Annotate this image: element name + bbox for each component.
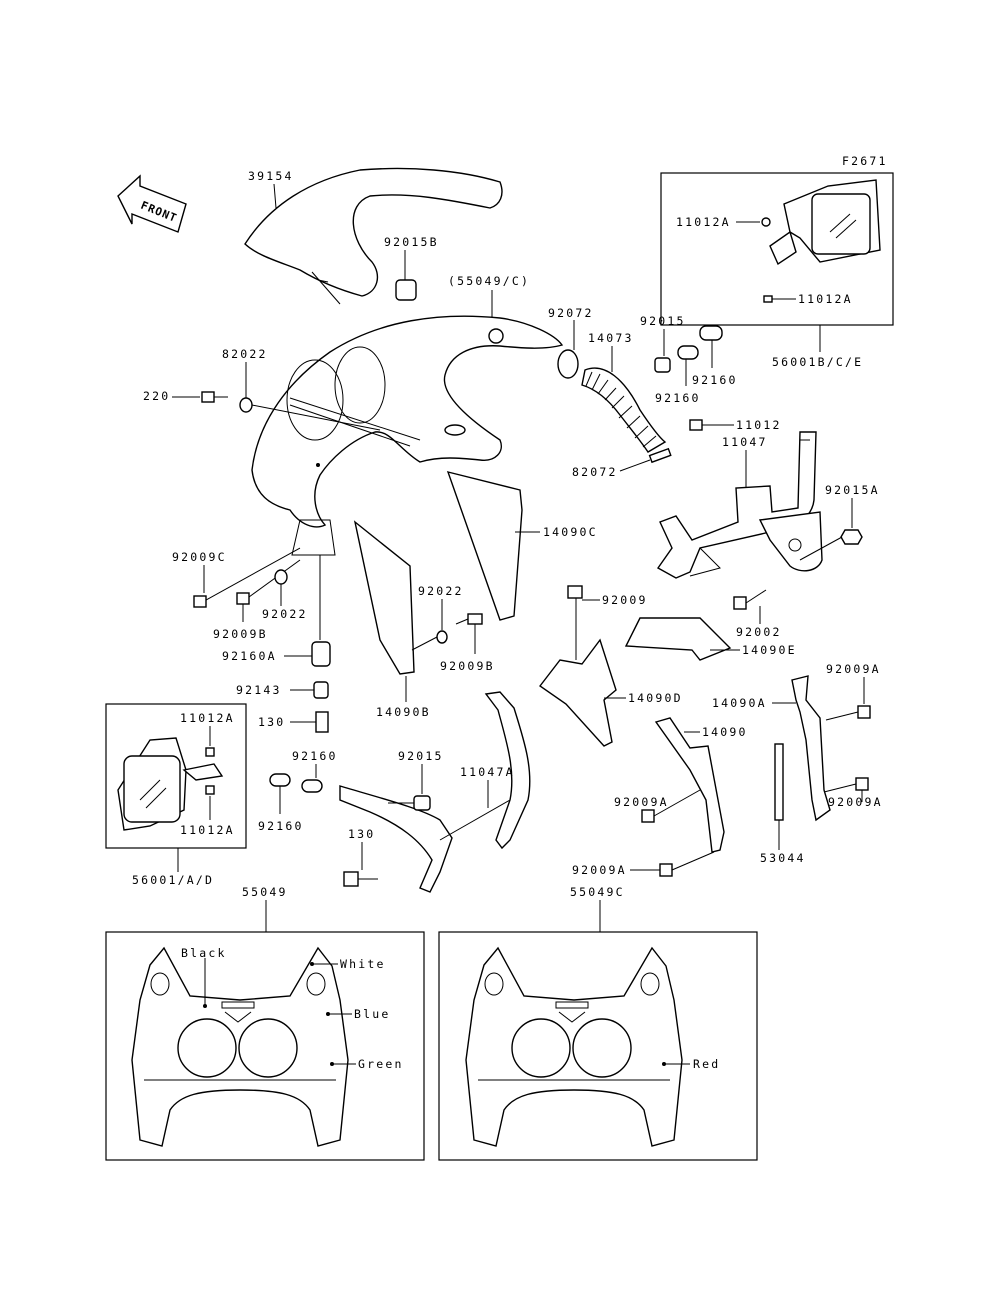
part-92009b-screw-b <box>467 613 483 625</box>
label-53044: 53044 <box>760 851 806 865</box>
label-11047a: 11047A <box>460 765 515 779</box>
part-92160-collar-b <box>677 345 699 360</box>
color-label-blue: Blue <box>354 1007 391 1021</box>
part-92143-collar <box>313 681 329 699</box>
label-92015a: 92015A <box>825 483 880 497</box>
label-14090d: 14090D <box>628 691 683 705</box>
part-92009a-screw-c <box>857 705 871 719</box>
label-92009b-b: 92009B <box>440 659 495 673</box>
label-14090b: 14090B <box>376 705 431 719</box>
mirror-left-assembly: 56001/A/D <box>132 873 214 887</box>
mirror-right-label-top: 11012A <box>676 215 731 229</box>
label-92009a-c: 92009A <box>826 662 881 676</box>
part-11012-nut <box>689 419 703 431</box>
part-92160-collar-a <box>699 325 723 341</box>
part-92009c-screw <box>193 595 207 608</box>
part-92160a-collar <box>311 641 331 667</box>
part-130-bolt-a <box>315 711 329 733</box>
part-92002-bolt <box>733 596 747 610</box>
label-92009c: 92009C <box>172 550 227 564</box>
mirror-left-label-top: 11012A <box>180 711 235 725</box>
figure-code: F2671 <box>842 154 888 168</box>
part-53044-strip <box>774 743 784 821</box>
part-upper-cowl <box>251 315 564 556</box>
label-92009a-d: 92009A <box>828 795 883 809</box>
part-11047-frame-bracket <box>656 431 823 579</box>
part-14090a-panel <box>791 675 831 822</box>
label-92160-c: 92160 <box>292 749 338 763</box>
label-92015b: 92015B <box>384 235 439 249</box>
label-92143: 92143 <box>236 683 282 697</box>
color-label-black: Black <box>181 946 227 960</box>
label-220: 220 <box>143 389 170 403</box>
mirror-left-box: 11012A 11012A 56001/A/D <box>105 703 247 887</box>
label-92160a: 92160A <box>222 649 277 663</box>
label-130-b: 130 <box>348 827 375 841</box>
color-panel-55049: Black White Blue Green <box>105 931 425 1161</box>
part-11047a-stay <box>339 691 531 893</box>
part-82072-band <box>648 447 672 464</box>
part-92009a-screw-b <box>659 863 673 877</box>
label-55049: 55049 <box>242 885 288 899</box>
part-39154-cowl-top <box>244 167 503 305</box>
label-11012: 11012 <box>736 418 782 432</box>
part-130-bolt-b <box>343 871 359 887</box>
color-panel-55049c: Red <box>438 931 758 1161</box>
part-92072-clamp <box>557 349 579 379</box>
color-label-red: Red <box>693 1057 720 1071</box>
label-92015-b: 92015 <box>398 749 444 763</box>
label-11047: 11047 <box>722 435 768 449</box>
label-130-a: 130 <box>258 715 285 729</box>
part-92015b-grommet <box>395 279 417 301</box>
label-82022: 82022 <box>222 347 268 361</box>
part-14090c-inner-panel <box>446 471 523 621</box>
label-92009a-a: 92009A <box>614 795 669 809</box>
color-label-white: White <box>340 957 386 971</box>
label-92160-b: 92160 <box>655 391 701 405</box>
part-82022-washer <box>239 397 253 413</box>
mirror-left-label-bottom: 11012A <box>180 823 235 837</box>
label-92009: 92009 <box>602 593 648 607</box>
label-92022-b: 92022 <box>418 584 464 598</box>
part-92009a-screw-d <box>855 777 869 791</box>
label-82072: 82072 <box>572 465 618 479</box>
part-92015-grommet-b <box>413 795 431 811</box>
label-14090a: 14090A <box>712 696 767 710</box>
part-92009-screw <box>567 585 583 599</box>
label-92160-d: 92160 <box>258 819 304 833</box>
part-14090-panel <box>654 717 725 853</box>
label-92072: 92072 <box>548 306 594 320</box>
label-92009b-a: 92009B <box>213 627 268 641</box>
front-arrow-icon: FRONT <box>117 174 187 233</box>
label-92022-a: 92022 <box>262 607 308 621</box>
part-92160-collar-d <box>269 773 291 787</box>
label-55049c: 55049C <box>570 885 625 899</box>
label-55049c-paren: (55049/C) <box>448 274 530 288</box>
mirror-right-label-bottom: 11012A <box>798 292 853 306</box>
part-92009b-screw-a <box>236 592 250 605</box>
label-92002: 92002 <box>736 625 782 639</box>
label-14090e: 14090E <box>742 643 797 657</box>
part-92009a-screw-a <box>641 809 655 823</box>
label-39154: 39154 <box>248 169 294 183</box>
label-14090c: 14090C <box>543 525 598 539</box>
label-14073: 14073 <box>588 331 634 345</box>
part-14090e-panel <box>624 617 732 661</box>
part-92022-washer-a <box>274 569 288 585</box>
label-92015: 92015 <box>640 314 686 328</box>
part-92015-grommet <box>654 357 671 373</box>
label-92160-a: 92160 <box>692 373 738 387</box>
label-92009a-b: 92009A <box>572 863 627 877</box>
part-14090d-bracket-panel <box>538 638 617 747</box>
label-14090: 14090 <box>702 725 748 739</box>
part-92022-washer-b <box>436 630 448 644</box>
color-label-green: Green <box>358 1057 404 1071</box>
mirror-right-assembly: 56001B/C/E <box>772 355 863 369</box>
part-92015a-nut <box>840 529 863 545</box>
part-14090b-inner-panel <box>353 520 415 675</box>
part-92160-collar-c <box>301 779 323 793</box>
part-220-screw <box>201 391 215 403</box>
mirror-right-box: 11012A 11012A 56001B/C/E <box>660 172 894 369</box>
